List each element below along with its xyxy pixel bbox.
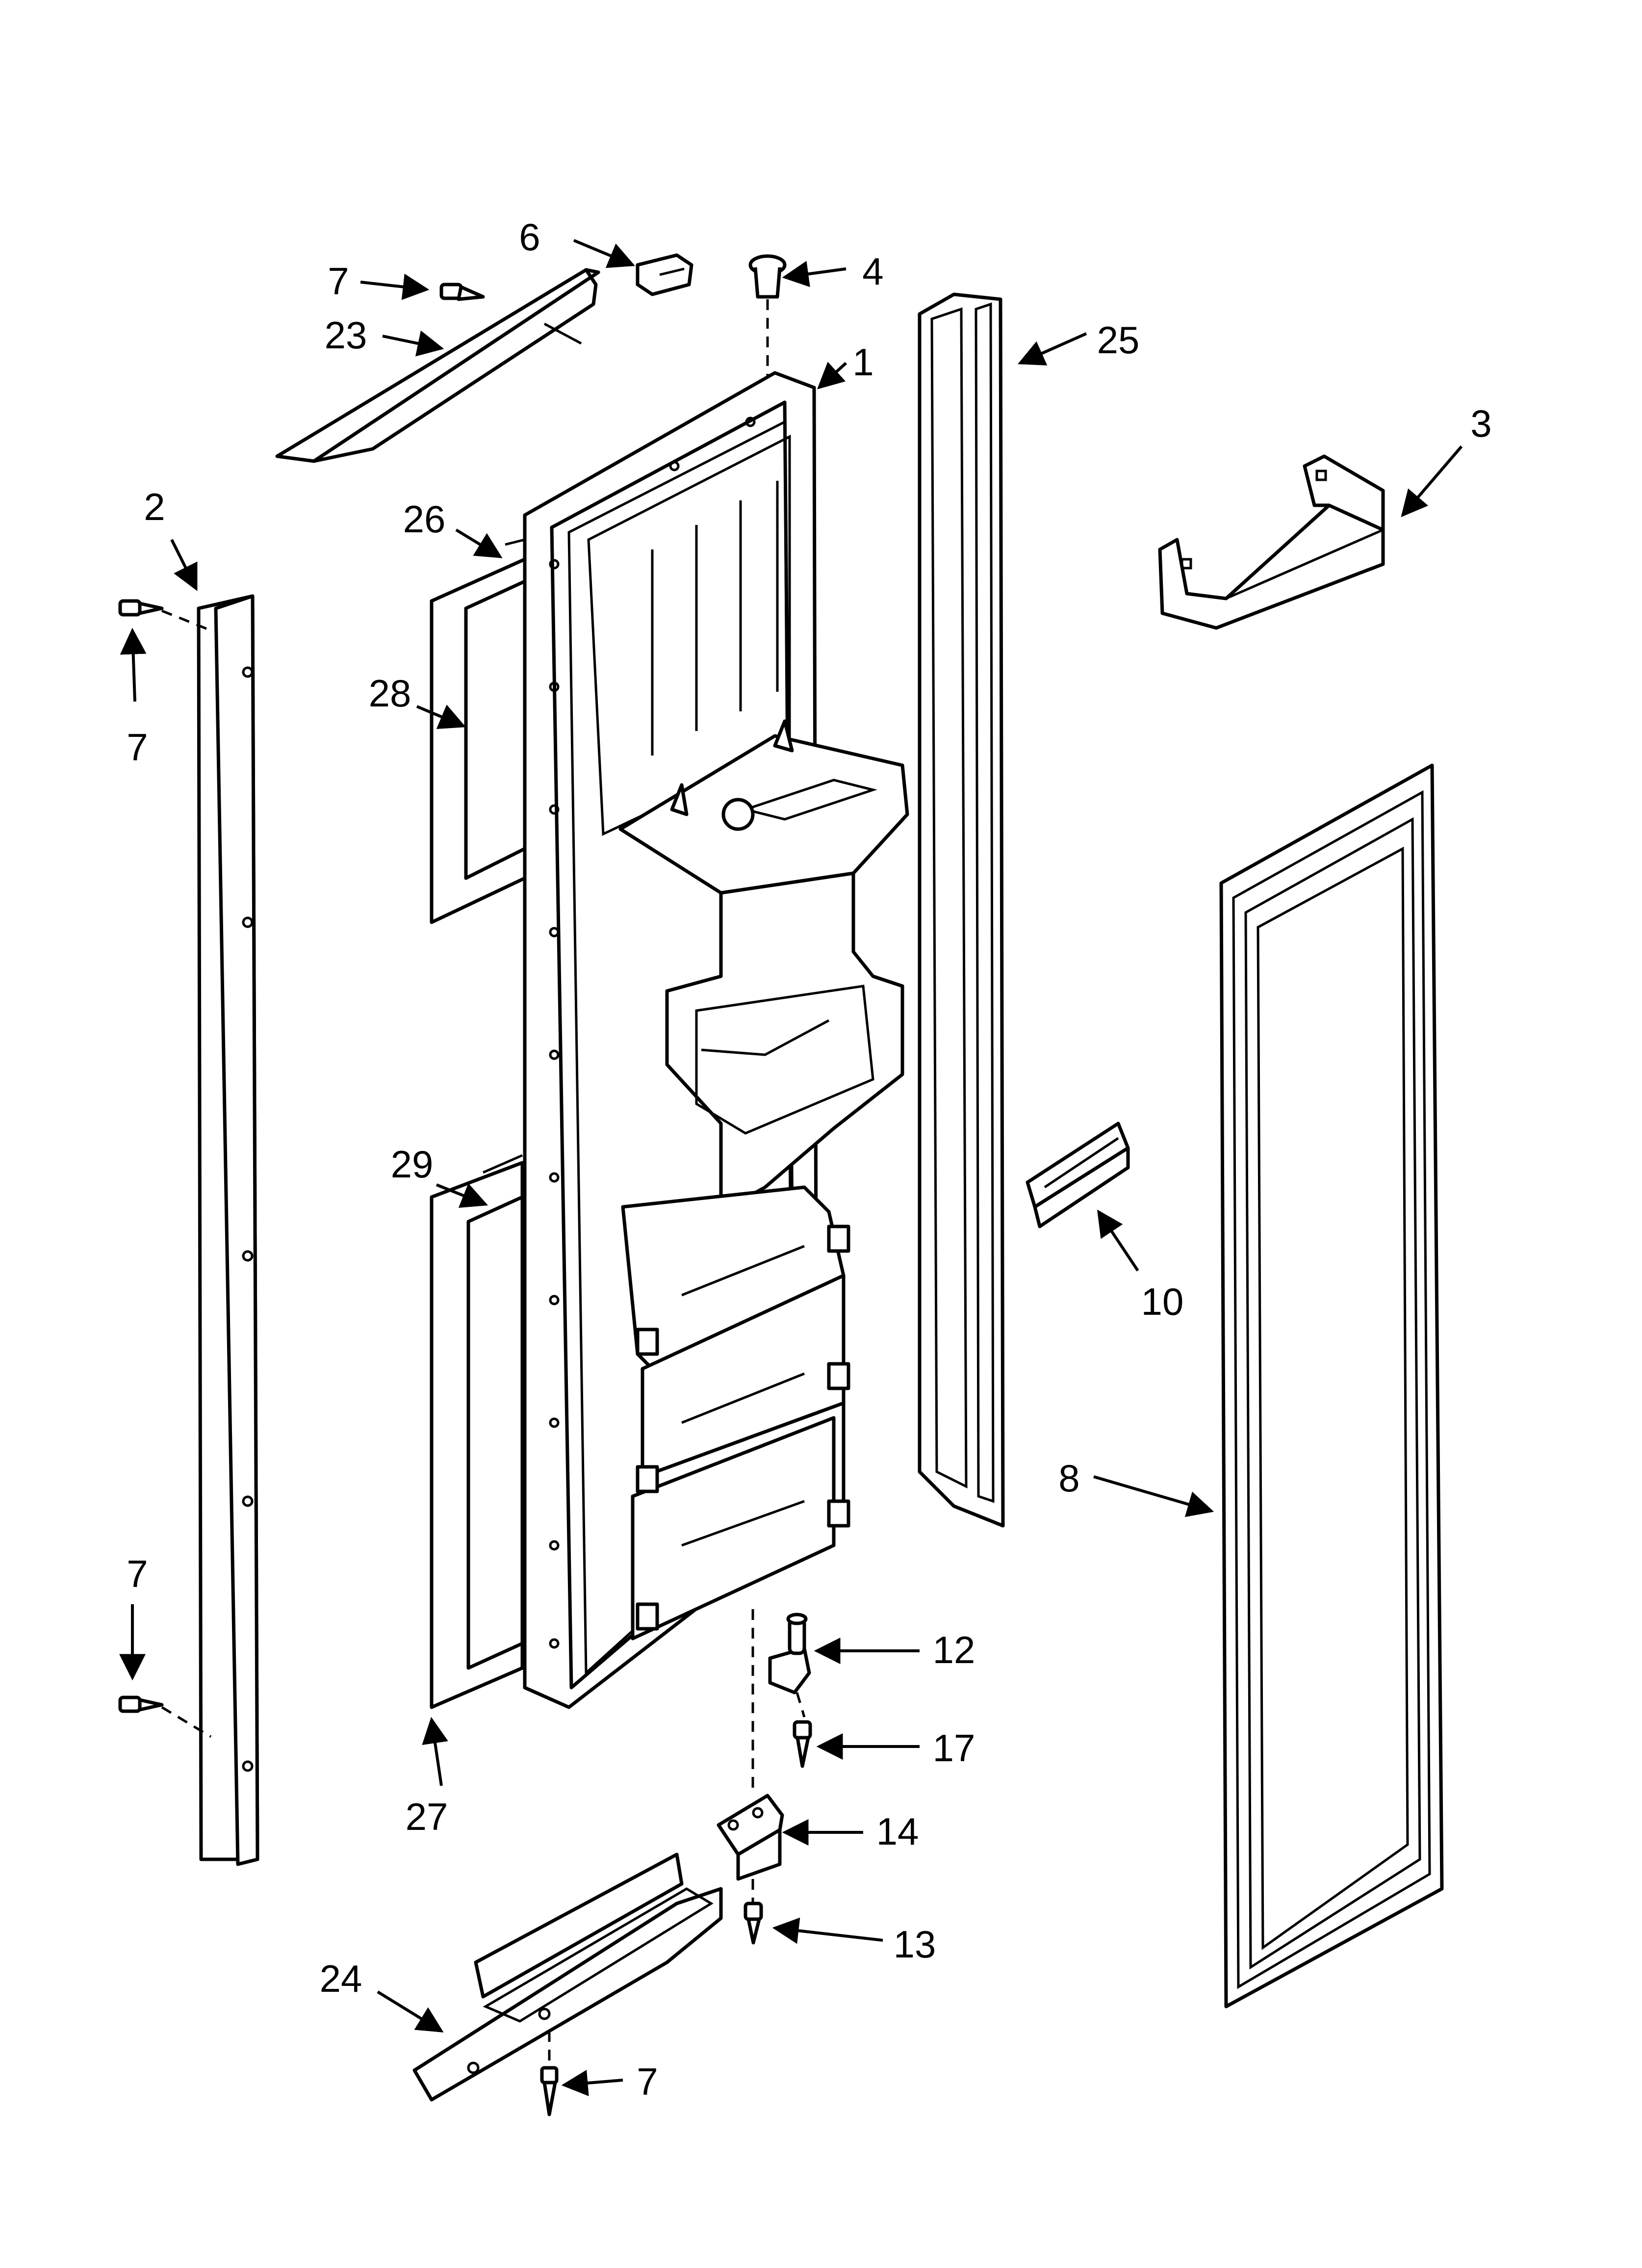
part-upper-panel	[430, 538, 527, 924]
part-top-trim-channel	[275, 268, 600, 463]
callout-7a: 7	[328, 260, 349, 303]
screw-line-top-left	[161, 609, 211, 632]
callout-27: 27	[406, 1795, 448, 1838]
callout-26: 26	[403, 497, 446, 541]
part-screw-17	[793, 1720, 812, 1768]
part-lower-panel	[430, 1154, 524, 1709]
callout-24: 24	[320, 1957, 362, 2000]
callout-4: 4	[862, 250, 883, 293]
callout-29: 29	[391, 1143, 434, 1186]
part-short-rail	[1026, 1121, 1130, 1228]
screw-bottom-trim	[540, 2066, 559, 2116]
callout-10: 10	[1141, 1280, 1184, 1323]
callout-7b: 7	[127, 726, 148, 769]
callout-7c: 7	[127, 1552, 148, 1595]
callout-6: 6	[519, 215, 540, 259]
callout-25: 25	[1097, 318, 1140, 362]
part-light-switch-block	[636, 253, 693, 296]
part-handle-bracket	[1158, 454, 1385, 630]
callout-28: 28	[369, 672, 411, 715]
callout-14: 14	[876, 1810, 919, 1853]
callout-leaders	[119, 239, 1463, 2096]
screw-bottom-left	[118, 1695, 164, 1713]
part-right-trim-strip	[918, 292, 1005, 1528]
callout-8: 8	[1058, 1457, 1079, 1500]
callout-23: 23	[325, 313, 367, 357]
callout-2: 2	[144, 485, 165, 528]
part-cap-plug	[748, 254, 787, 299]
part-hinge-plate	[717, 1794, 784, 1881]
part-door-gasket	[1219, 763, 1444, 2008]
alignment-line-17	[795, 1692, 806, 1718]
part-bottom-trim-channel	[412, 1852, 723, 2102]
part-hinge-pin	[768, 1613, 811, 1694]
callout-12: 12	[933, 1628, 975, 1671]
callout-3: 3	[1470, 402, 1491, 445]
part-inner-door-liner	[523, 371, 909, 1709]
callout-13: 13	[894, 1923, 936, 1966]
part-left-trim-strip	[197, 594, 259, 1866]
callout-1: 1	[852, 340, 873, 384]
callout-labels: 6 4 7 23 1 25 3 2 26 28 7 29 10 8 7 12 1…	[127, 215, 1491, 2103]
screw-top-trim	[439, 283, 485, 301]
screw-line-bottom-left	[161, 1706, 212, 1738]
callout-7d: 7	[637, 2060, 658, 2103]
screw-top-left	[118, 599, 164, 617]
part-screw-13	[744, 1902, 763, 1945]
callout-17: 17	[933, 1726, 975, 1770]
